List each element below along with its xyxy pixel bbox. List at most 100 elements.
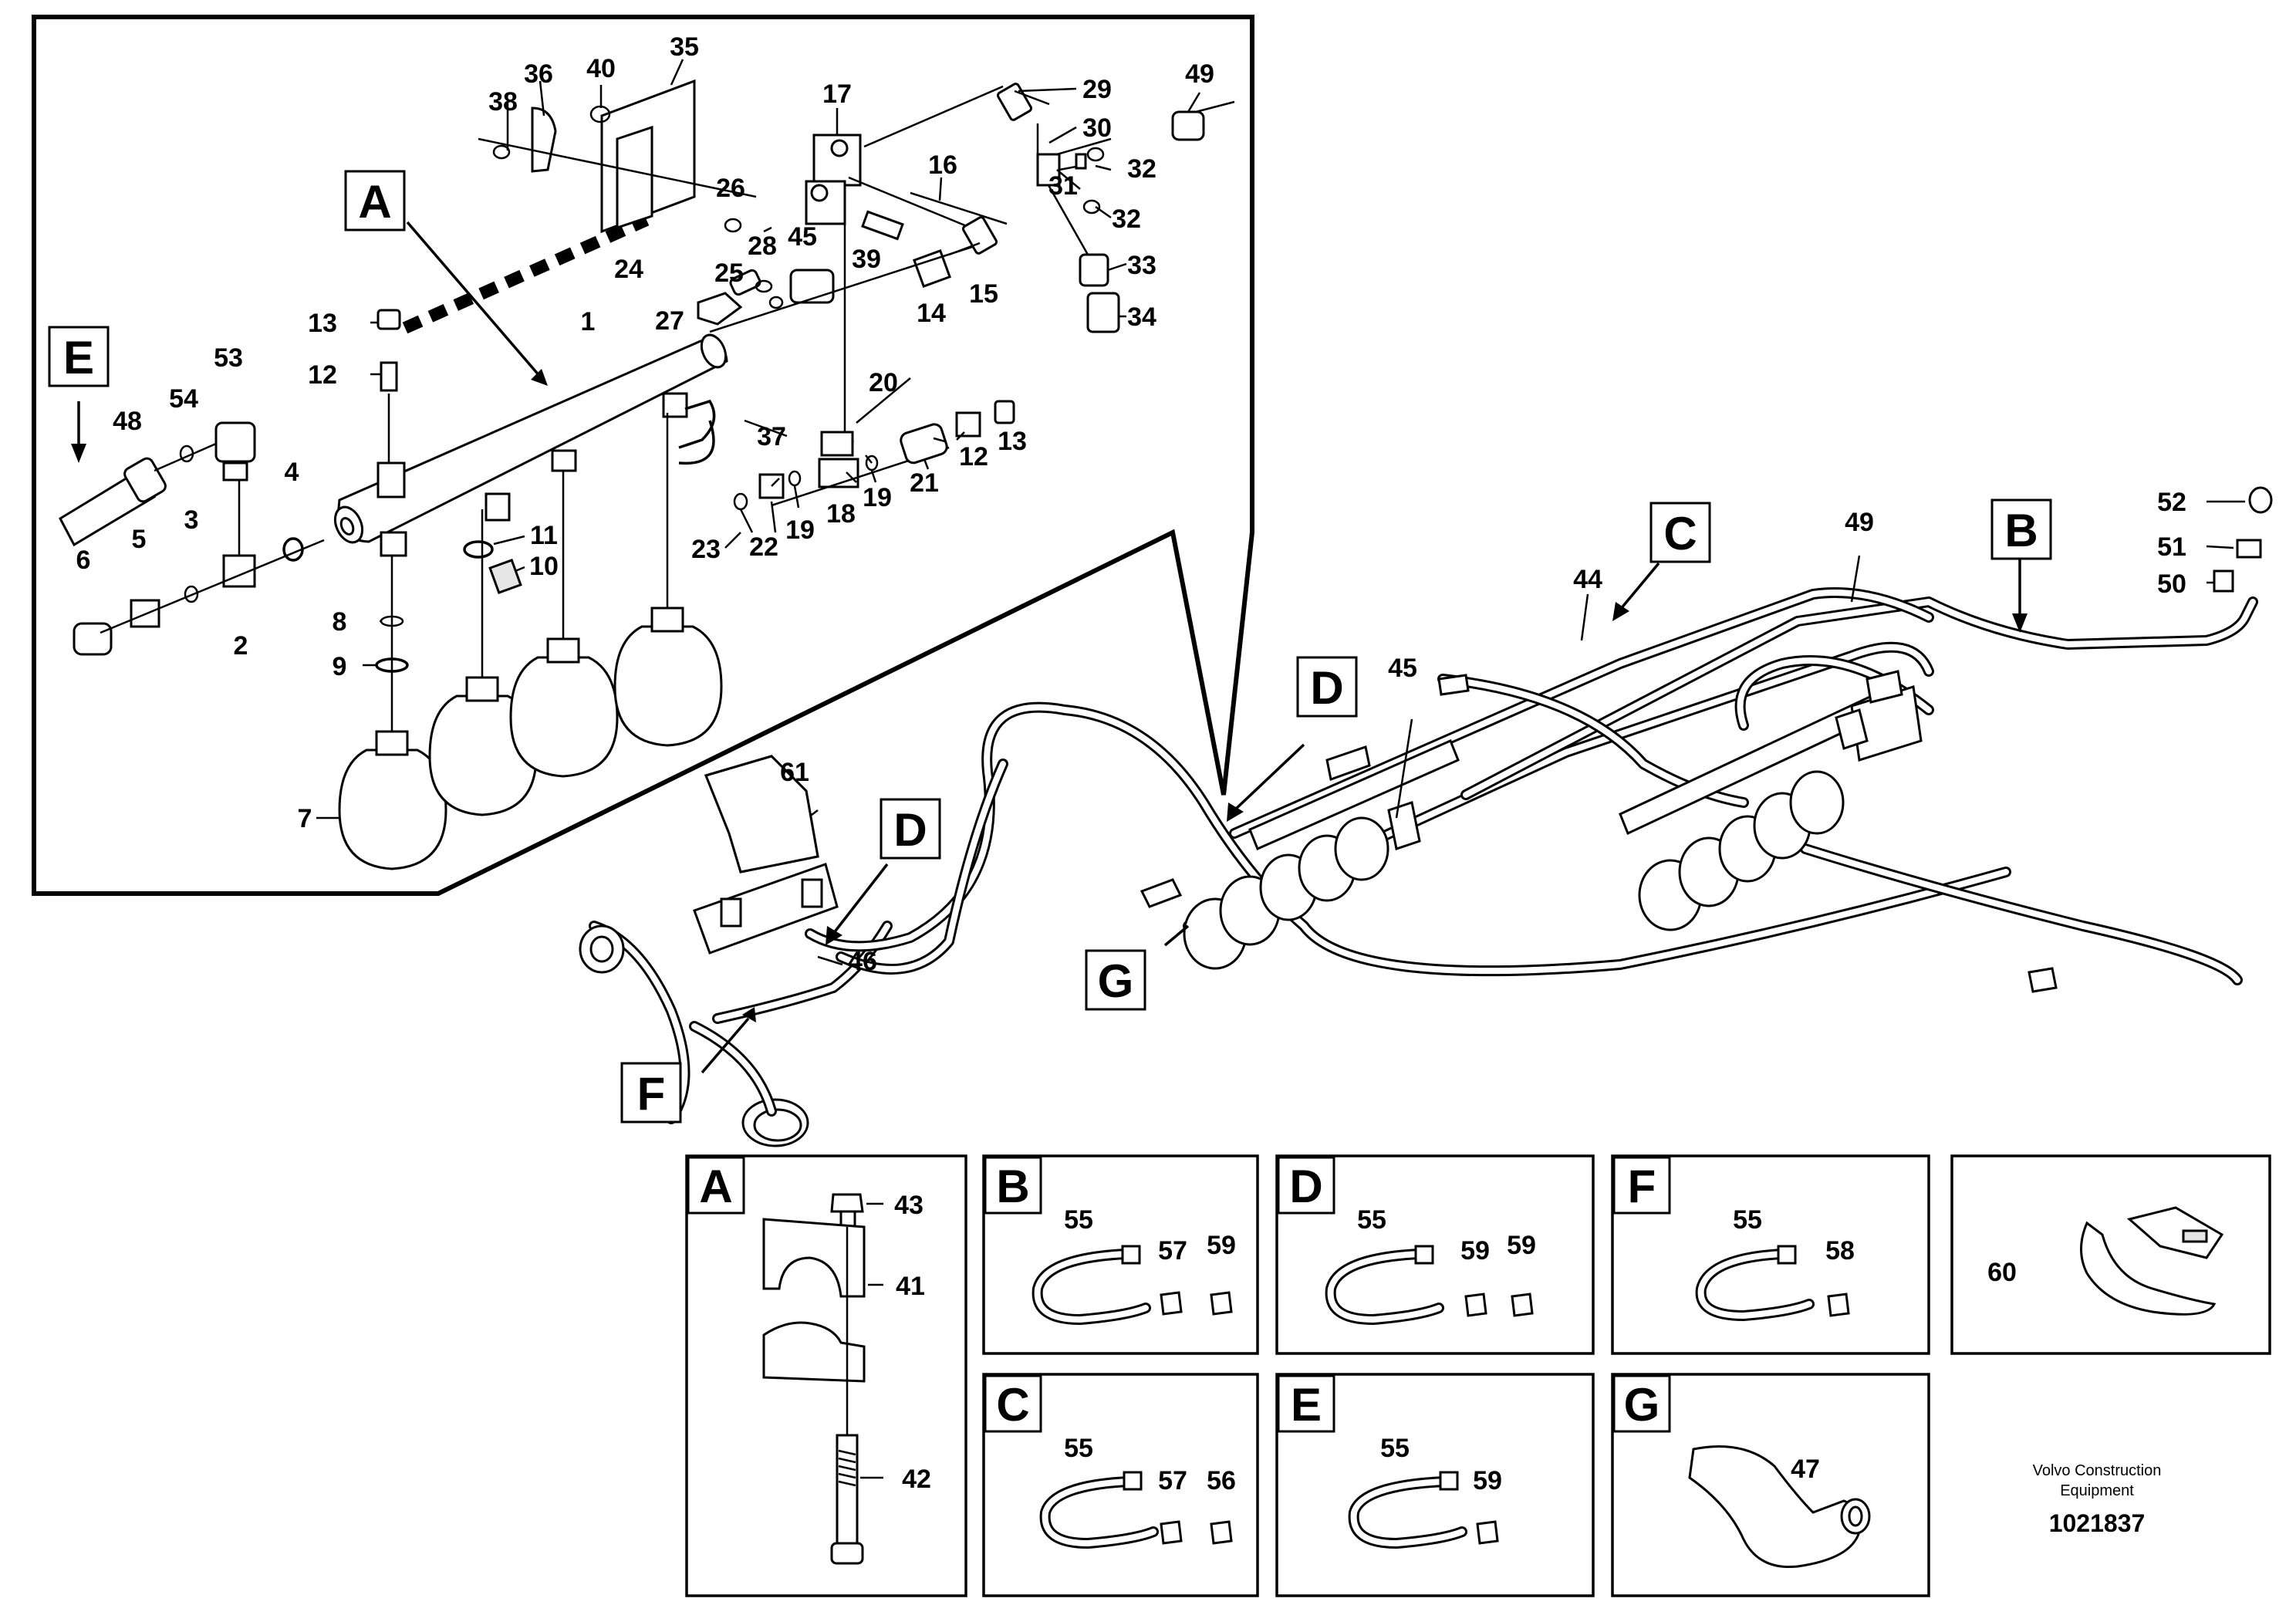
callout-4: 4 — [285, 458, 299, 487]
callout-14: 14 — [917, 299, 946, 328]
callout-22: 22 — [749, 532, 778, 562]
callout-34: 34 — [1127, 302, 1156, 332]
callout-24: 24 — [614, 255, 643, 284]
callout-27: 27 — [655, 306, 684, 336]
label-a-inset: A — [358, 176, 391, 228]
callout-31: 31 — [1048, 171, 1078, 201]
callout-12-inset-left: 12 — [308, 360, 337, 390]
callout-55-c: 55 — [1064, 1434, 1093, 1463]
detail-g-hose — [1688, 1445, 1862, 1569]
label-f-main: F — [637, 1068, 666, 1120]
panel-label-d: D — [1289, 1161, 1322, 1212]
callout-36: 36 — [524, 59, 553, 89]
callout-1: 1 — [581, 307, 596, 336]
panel-label-b: B — [996, 1161, 1029, 1212]
callout-54: 54 — [169, 384, 198, 414]
callout-21: 21 — [910, 468, 939, 498]
panel-label-e: E — [1291, 1379, 1322, 1431]
callout-41: 41 — [896, 1272, 925, 1301]
callout-55-e: 55 — [1380, 1434, 1410, 1463]
callout-55-b: 55 — [1064, 1205, 1093, 1235]
document-number: 1021837 — [2049, 1509, 2146, 1537]
callout-11: 11 — [530, 521, 558, 550]
left-fittings — [59, 421, 325, 656]
label-c-main: C — [1663, 508, 1697, 559]
callout-51: 51 — [2157, 532, 2186, 562]
panel-label-a: A — [699, 1161, 732, 1212]
label-e-inset: E — [63, 332, 94, 384]
callout-25: 25 — [714, 259, 744, 288]
cable-ties — [1032, 1245, 1815, 1549]
publisher-line-1: Volvo Construction — [2033, 1462, 2162, 1479]
callout-42: 42 — [902, 1465, 931, 1494]
callout-57-b: 57 — [1158, 1236, 1187, 1265]
callout-49-main: 49 — [1845, 508, 1874, 537]
callout-47: 47 — [1791, 1455, 1820, 1484]
callout-59-d2: 59 — [1507, 1231, 1536, 1260]
callout-58: 58 — [1825, 1236, 1855, 1265]
callout-26: 26 — [716, 174, 745, 203]
label-d-main-lower: D — [893, 804, 927, 856]
callout-18: 18 — [826, 499, 856, 529]
inset-frame — [32, 15, 1254, 896]
callout-20: 20 — [869, 368, 898, 397]
small-blocks — [1160, 1291, 1850, 1545]
callout-10: 10 — [529, 552, 559, 581]
callout-39: 39 — [852, 245, 881, 274]
callout-37: 37 — [757, 422, 786, 451]
callout-44: 44 — [1573, 565, 1602, 594]
leader-lines — [316, 59, 1201, 819]
callout-61: 61 — [780, 758, 809, 787]
callout-16: 16 — [928, 150, 957, 180]
detail-60-strap — [2080, 1221, 2217, 1316]
label-g-main: G — [1098, 955, 1134, 1007]
callout-8: 8 — [333, 607, 347, 637]
accumulator-rail — [333, 333, 728, 557]
callout-52: 52 — [2157, 488, 2186, 517]
label-d-main-upper: D — [1310, 662, 1343, 714]
callout-53: 53 — [214, 343, 243, 373]
callout-49-inset: 49 — [1185, 59, 1214, 89]
callout-45-inset: 45 — [788, 222, 817, 252]
callout-23: 23 — [691, 535, 721, 564]
callout-32-upper: 32 — [1127, 154, 1156, 184]
callout-2: 2 — [234, 631, 248, 661]
callout-6: 6 — [76, 546, 91, 575]
callout-30: 30 — [1082, 113, 1112, 143]
accumulators — [338, 413, 723, 870]
callout-32-lower: 32 — [1112, 204, 1141, 234]
callout-13-inset-left: 13 — [308, 309, 337, 338]
callout-9: 9 — [333, 652, 347, 681]
callout-19-right: 19 — [863, 483, 892, 512]
callout-3: 3 — [184, 505, 199, 535]
callout-48: 48 — [113, 407, 142, 436]
callout-56: 56 — [1207, 1466, 1236, 1495]
detail-a-hatch — [402, 214, 650, 334]
callout-7: 7 — [298, 804, 312, 833]
callout-60: 60 — [1987, 1258, 2017, 1287]
callout-59-d1: 59 — [1460, 1236, 1490, 1265]
callout-33: 33 — [1127, 251, 1156, 280]
callout-43: 43 — [894, 1191, 923, 1220]
callout-40: 40 — [586, 54, 616, 83]
label-b-main: B — [2004, 505, 2038, 556]
callout-35: 35 — [670, 32, 699, 62]
panel-label-f: F — [1628, 1161, 1656, 1212]
detail-panels — [685, 1154, 2271, 1597]
panel-label-c: C — [996, 1379, 1029, 1431]
upper-fittings — [478, 79, 1235, 447]
callout-15: 15 — [969, 279, 998, 309]
callout-5: 5 — [132, 525, 147, 554]
publisher-line-2: Equipment — [2060, 1482, 2134, 1499]
callout-57-c: 57 — [1158, 1466, 1187, 1495]
callout-45-main: 45 — [1388, 654, 1417, 683]
detail-a-clamp — [762, 1193, 883, 1565]
callout-13-inset-right: 13 — [998, 427, 1027, 456]
callout-38: 38 — [488, 87, 518, 117]
callout-28: 28 — [748, 231, 777, 261]
panel-label-g: G — [1624, 1379, 1660, 1431]
callout-12-inset-right: 12 — [959, 442, 988, 471]
callout-59-b: 59 — [1207, 1231, 1236, 1260]
callout-17: 17 — [822, 79, 852, 109]
